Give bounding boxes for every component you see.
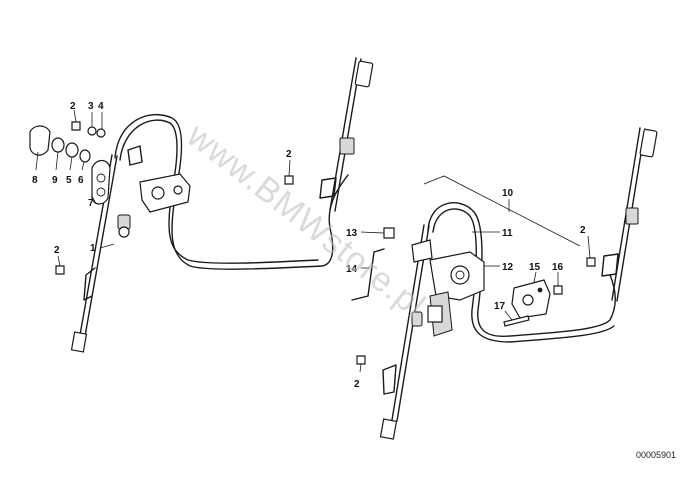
leader-lines — [35, 109, 591, 373]
callout-10: 10 — [502, 188, 514, 199]
callout-11: 11 — [502, 228, 513, 239]
callout-2-right-rear: 2 — [580, 225, 586, 236]
part-4-nut — [96, 128, 106, 138]
callout-9: 9 — [52, 175, 58, 186]
callout-2-left-rail: 2 — [54, 245, 60, 256]
right-crank-14 — [351, 248, 385, 301]
callout-6: 6 — [78, 175, 84, 186]
right-bracket-15 — [511, 279, 551, 319]
callout-1: 1 — [90, 243, 96, 254]
part-3-disc — [87, 126, 97, 136]
callout-16: 16 — [552, 262, 564, 273]
callout-13: 13 — [346, 228, 358, 239]
part-2e-screw — [356, 355, 366, 365]
part-2c-screw — [284, 175, 294, 185]
watermark: www.BMWstore.pl — [179, 116, 432, 326]
left-regulator-assembly — [29, 57, 374, 353]
callout-2-right-front: 2 — [354, 379, 360, 390]
part-2a-screw — [71, 121, 81, 131]
callout-17: 17 — [494, 301, 506, 312]
left-drive-bracket — [127, 145, 191, 213]
image-code: 00005901 — [636, 450, 676, 460]
callout-12: 12 — [502, 262, 514, 273]
part-2d-screw — [586, 257, 596, 267]
right-motor-12 — [411, 239, 485, 337]
callout-7: 7 — [88, 198, 94, 209]
callout-2-rear-rail: 2 — [286, 149, 292, 160]
callout-4: 4 — [98, 101, 104, 112]
left-rear-guide-rail — [319, 57, 374, 212]
part-5-nut — [65, 142, 79, 158]
callout-5: 5 — [66, 175, 72, 186]
left-small-parts — [29, 121, 294, 275]
callout-14: 14 — [346, 264, 358, 275]
right-regulator-assembly — [351, 127, 658, 440]
left-cable — [114, 113, 349, 270]
callout-3: 3 — [88, 101, 94, 112]
right-rear-guide-rail — [601, 127, 658, 302]
callout-labels: 1 2 3 4 8 9 5 6 7 2 2 10 11 12 13 14 15 … — [32, 101, 586, 390]
part-16-screw — [553, 285, 563, 295]
right-cable — [427, 202, 616, 337]
part-13-nut — [383, 227, 395, 239]
left-front-guide-rail — [70, 154, 131, 353]
callout-2: 2 — [70, 101, 76, 112]
part-6-washer — [79, 149, 91, 163]
callout-8: 8 — [32, 175, 38, 186]
part-2b-screw — [55, 265, 65, 275]
part-8-cover — [29, 125, 51, 156]
callout-15: 15 — [529, 262, 541, 273]
item-10-bracket-line — [423, 175, 581, 247]
part-9-washer — [51, 137, 65, 153]
part-17-bolt — [503, 315, 530, 327]
